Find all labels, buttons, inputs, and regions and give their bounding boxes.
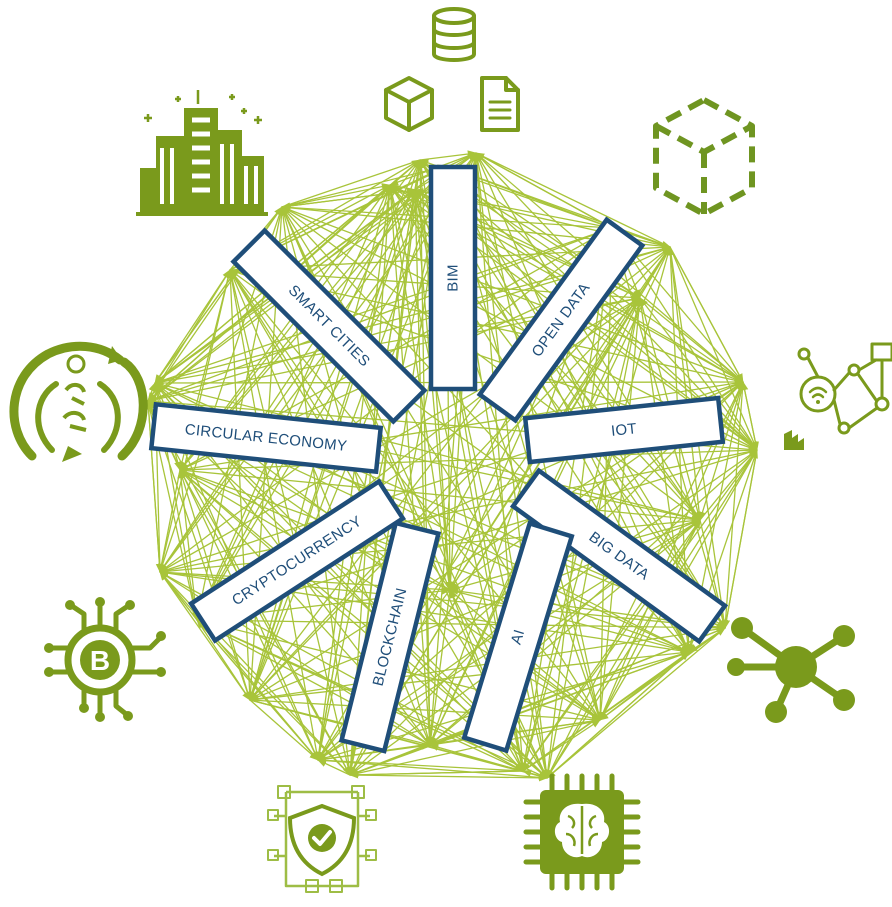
connection-edge: [229, 269, 251, 701]
ring-edge: [159, 571, 198, 621]
smart-city-buildings-icon: [136, 90, 268, 216]
label-bim: BIM: [445, 264, 462, 292]
connection-edge: [179, 469, 252, 701]
label-box-blockchain: BLOCKCHAIN: [338, 520, 442, 754]
label-iot: IOT: [610, 420, 638, 440]
connection-edge: [475, 152, 671, 248]
ring-edge: [196, 619, 319, 761]
connection-edge: [179, 469, 690, 653]
connection-edge: [281, 206, 451, 591]
connection-edge: [249, 651, 690, 703]
connection-edge: [317, 742, 431, 761]
connection-edge: [639, 297, 758, 451]
ring-edge: [414, 159, 423, 191]
ai-brain-chip-icon: [523, 773, 641, 891]
connection-edge: [429, 719, 601, 748]
ring-edge: [742, 381, 759, 451]
connection-edge: [416, 159, 431, 746]
connection-edge: [389, 184, 431, 746]
label-box-circular-economy: CIRCULAR ECONOMY: [148, 401, 384, 475]
ring-edge: [281, 187, 416, 208]
connection-edge: [177, 469, 198, 621]
connection-edge: [522, 519, 701, 772]
connection-edge: [315, 184, 391, 761]
connection-edge: [317, 759, 548, 779]
connection-edge: [599, 651, 690, 721]
connection-edge: [281, 206, 701, 521]
connection-edge: [445, 165, 671, 248]
connection-edge: [546, 627, 726, 779]
connection-edge: [699, 449, 758, 521]
dashed-cube-icon: [653, 97, 755, 217]
ring-edge: [475, 152, 613, 229]
connection-edge: [427, 589, 451, 746]
connection-edge: [349, 774, 548, 782]
connection-edge: [522, 651, 690, 772]
blockchain-shield-icon: [267, 785, 377, 893]
connection-edge: [669, 246, 758, 451]
ring-edge: [546, 651, 690, 779]
svg-text:B: B: [90, 645, 110, 676]
connection-edge: [522, 719, 601, 772]
connection-edge: [281, 206, 744, 383]
connection-edge: [159, 152, 477, 573]
connection-edge: [154, 269, 231, 384]
ring-edge: [722, 449, 758, 629]
connection-edge: [597, 297, 641, 721]
connection-edge: [249, 297, 641, 701]
connection-edge: [449, 519, 701, 592]
connection-edge: [281, 183, 391, 208]
connection-edge: [281, 159, 421, 208]
connection-edge: [349, 744, 431, 776]
connection-edge: [179, 469, 351, 776]
label-box-bim: BIM: [428, 164, 478, 392]
connection-edge: [724, 381, 744, 629]
connection-edge: [159, 189, 416, 573]
connection-edge: [249, 699, 431, 746]
bitcoin-circuit-icon: B: [44, 597, 166, 722]
ring-edge: [144, 400, 161, 573]
connection-edge: [179, 469, 524, 772]
label-box-iot: IOT: [522, 395, 726, 465]
connection-edge: [196, 159, 421, 621]
ring-edge: [688, 627, 726, 653]
iot-network-factory-icon: [784, 342, 892, 450]
connection-edge: [249, 699, 601, 724]
connection-edge: [599, 519, 701, 721]
connection-edge: [196, 165, 447, 621]
connection-edge: [449, 589, 690, 654]
connection-edge: [249, 699, 319, 761]
connection-edge: [349, 719, 601, 777]
connection-edge: [159, 571, 251, 701]
network-nodes-icon: [727, 617, 855, 723]
connection-edge: [154, 382, 701, 521]
label-box-ai: AI: [461, 520, 575, 754]
connection-edge: [546, 519, 701, 779]
ring-edge: [147, 382, 156, 402]
ring-edge: [349, 770, 524, 779]
connection-edge: [281, 164, 447, 208]
recycle-circle-icon: [9, 341, 148, 462]
label-ai: AI: [508, 627, 529, 646]
connection-edge: [316, 165, 447, 761]
connection-edge: [179, 469, 701, 523]
ring-edge: [317, 759, 351, 776]
ring-edge: [419, 150, 477, 161]
ring-edge: [669, 246, 744, 383]
connection-edge: [639, 297, 744, 383]
database-cube-document-icon: [384, 7, 520, 132]
ring-edge: [522, 769, 548, 779]
